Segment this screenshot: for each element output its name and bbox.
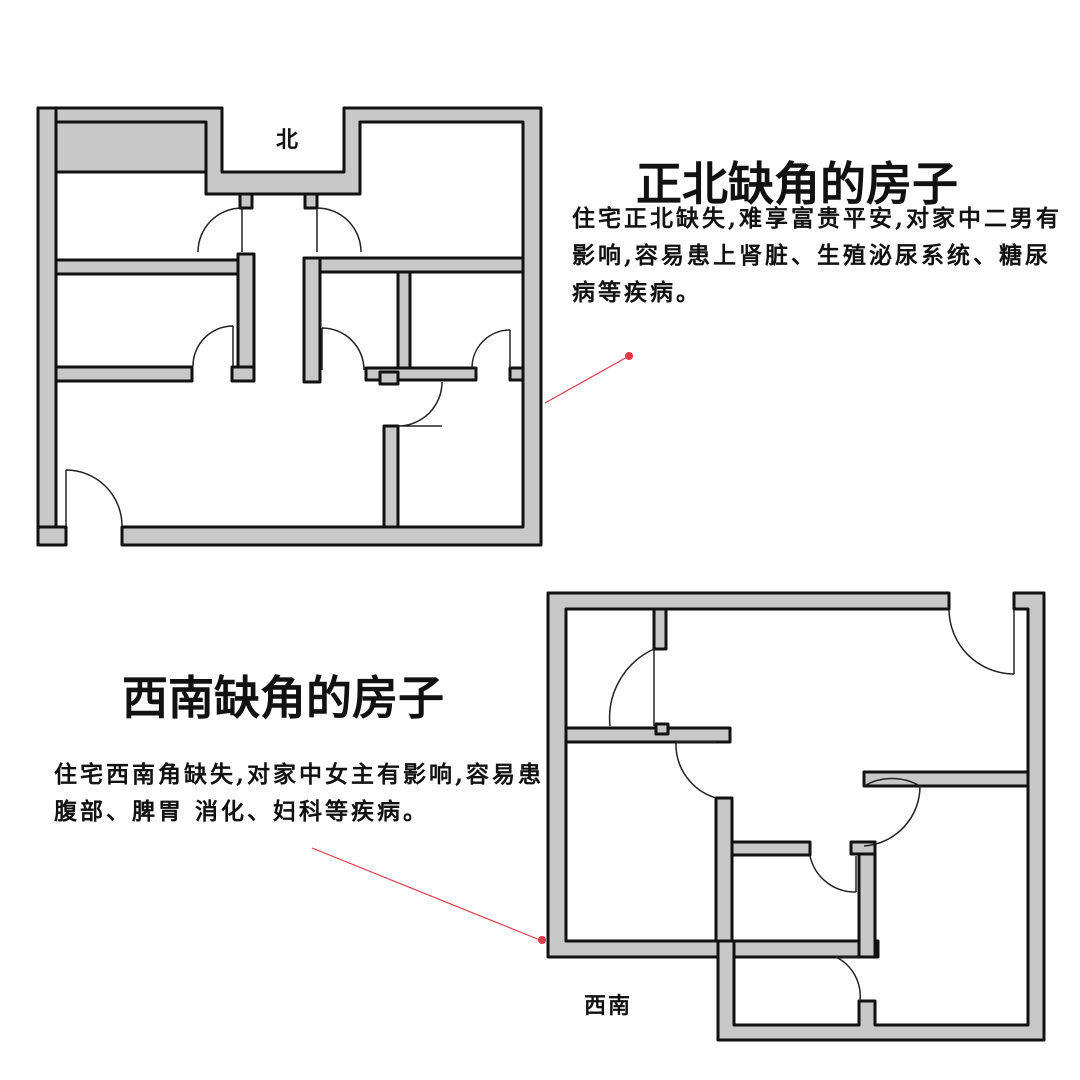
- southwest-plan-title: 西南缺角的房子: [122, 671, 444, 725]
- outer-wall: [54, 106, 543, 547]
- door-swing: [809, 855, 857, 893]
- interior-wall: [396, 270, 412, 382]
- interior-wall: [654, 722, 670, 736]
- door-swing: [608, 648, 655, 727]
- annotation-dot: [625, 352, 633, 360]
- door-swing: [397, 381, 443, 427]
- door-swing: [316, 207, 362, 253]
- door-swing: [835, 956, 861, 1002]
- interior-wall: [230, 365, 256, 383]
- interior-wall: [714, 796, 734, 943]
- door-swing: [321, 327, 365, 371]
- southwest-missing-floor-plan: [311, 591, 1046, 1042]
- annotation-dot: [538, 936, 546, 944]
- interior-wall: [857, 840, 877, 959]
- door-swing: [192, 325, 234, 367]
- door-swing: [65, 469, 123, 527]
- door-swing: [675, 741, 717, 799]
- north-plan-description: 住宅正北缺失,难享富贵平安,对家中二男有影响,容易患上肾脏、生殖泌尿系统、糖尿病…: [572, 205, 1063, 306]
- outer-wall: [36, 525, 68, 547]
- wall-stub: [303, 192, 319, 210]
- interior-wall: [730, 840, 812, 857]
- southwest-plan-description: 住宅西南角缺失,对家中女主有影响,容易患腹部、脾胃 消化、妇科等疾病。: [54, 761, 545, 825]
- north-missing-floor-plan: [36, 106, 633, 547]
- interior-wall: [236, 252, 256, 382]
- door-swing: [863, 777, 921, 847]
- outer-wall: [716, 591, 1046, 1042]
- interior-wall: [564, 726, 732, 744]
- north-plan-title: 正北缺角的房子: [636, 157, 958, 211]
- interior-wall: [508, 366, 525, 382]
- wall-stub: [238, 192, 254, 210]
- annotation-leader-line: [544, 355, 630, 404]
- interior-wall: [54, 258, 254, 276]
- annotation-leader-line: [311, 847, 541, 941]
- outer-wall: [36, 106, 58, 547]
- interior-wall: [302, 256, 525, 274]
- door-swing: [197, 207, 243, 253]
- interior-wall: [302, 256, 322, 384]
- interior-wall: [382, 424, 400, 529]
- door-swing: [471, 329, 511, 369]
- door-swing: [948, 608, 1015, 675]
- north-direction-label: 北: [276, 127, 301, 153]
- interior-wall: [652, 607, 668, 651]
- outer-wall: [546, 591, 951, 959]
- interior-wall: [849, 840, 877, 856]
- interior-wall: [378, 370, 400, 386]
- interior-wall: [54, 365, 194, 383]
- southwest-direction-label: 西南: [584, 993, 633, 1019]
- interior-wall: [862, 770, 1030, 788]
